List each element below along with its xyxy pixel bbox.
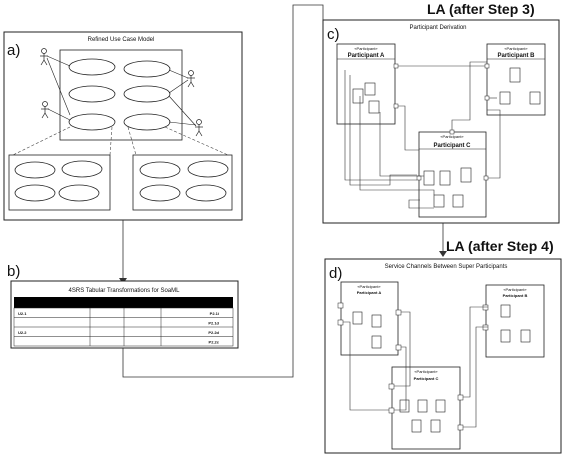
component [417, 399, 428, 413]
use-case [14, 184, 56, 202]
panel-d-label: d) [329, 265, 342, 282]
table-header [14, 297, 233, 308]
use-case [187, 160, 229, 178]
participant-name: Participant A [357, 290, 382, 295]
panel-c-label: c) [327, 26, 340, 43]
use-case [68, 85, 116, 103]
actor-associations [46, 55, 197, 127]
arrow-c-to-d [439, 251, 447, 257]
transformation-table: U2.1 P2.1i P2.1d U2.2 P2.2d P2.2c [13, 297, 234, 347]
table-cell: U2.1 [18, 311, 27, 316]
use-case [61, 160, 103, 178]
heading-la-step4: LA (after Step 4) [446, 238, 554, 254]
panel-c: c) Participant Derivation «Participant» … [322, 19, 560, 224]
participant-b-box [485, 284, 545, 358]
participant-a-box [340, 281, 399, 356]
use-cases-main [68, 58, 171, 131]
table-cell: P2.1i [210, 311, 219, 316]
use-case [139, 161, 181, 179]
participant-name: Participant C [433, 143, 471, 149]
ports-d [337, 302, 489, 431]
actor-icon [187, 70, 195, 88]
component [364, 82, 376, 96]
actor-icon [40, 48, 48, 66]
panel-b: b) 4SRS Tabular Transformations for SoaM… [7, 263, 239, 349]
table-cell: P2.2c [209, 340, 220, 345]
component [411, 419, 422, 433]
component [460, 167, 472, 183]
panel-d-title: Service Channels Between Super Participa… [385, 264, 508, 270]
component [439, 170, 451, 186]
participant-stereotype: «Participant» [414, 369, 438, 374]
use-case [68, 113, 116, 131]
panel-b-title: 4SRS Tabular Transformations for SoaML [69, 288, 181, 294]
participant-name: Participant B [497, 53, 535, 59]
component [452, 194, 464, 208]
refinement-lines [12, 126, 229, 156]
component [430, 419, 441, 433]
component [509, 67, 521, 83]
use-case [185, 184, 227, 202]
participant-stereotype: «Participant» [440, 134, 464, 139]
components-c [352, 67, 541, 208]
component [499, 91, 511, 105]
table-cell: U2.2 [18, 330, 27, 335]
component [423, 170, 435, 186]
use-case [123, 113, 171, 131]
use-case [14, 161, 56, 179]
component [433, 194, 445, 208]
panel-a-label: a) [7, 42, 20, 59]
component [500, 304, 511, 318]
participant-name: Participant A [348, 53, 385, 59]
connector-b-to-c [122, 4, 324, 378]
participant-name: Participant B [503, 293, 528, 298]
component [435, 399, 446, 413]
component [520, 329, 531, 343]
component [371, 314, 382, 328]
actor-icon [195, 119, 203, 137]
components-d [352, 304, 531, 433]
component [352, 88, 364, 104]
heading-la-step3: LA (after Step 3) [427, 1, 535, 17]
use-case [123, 85, 171, 103]
component [368, 100, 380, 114]
panel-b-label: b) [7, 263, 20, 280]
component [371, 335, 382, 349]
component [352, 311, 363, 325]
participant-stereotype: «Participant» [354, 46, 378, 51]
participant-stereotype: «Participant» [504, 46, 528, 51]
panel-b-frame [10, 280, 239, 349]
participant-stereotype: «Participant» [357, 284, 381, 289]
panel-c-title: Participant Derivation [409, 25, 466, 31]
participant-name: Participant C [414, 376, 439, 381]
component [399, 399, 410, 413]
use-case [139, 184, 181, 202]
use-case [68, 58, 116, 76]
panel-d: d) Service Channels Between Super Partic… [324, 258, 562, 454]
table-cell: P2.2d [208, 330, 219, 335]
refined-use-cases [14, 160, 229, 202]
table-cell: P2.1d [208, 321, 219, 326]
participant-stereotype: «Participant» [503, 287, 527, 292]
use-case [123, 60, 171, 78]
actor-icon [41, 101, 49, 119]
table-grid [13, 307, 234, 347]
panel-connectors [122, 4, 444, 378]
component [529, 91, 541, 105]
panel-a: a) Refined Use Case Model [3, 31, 243, 221]
use-case [58, 184, 100, 202]
links-c [344, 61, 501, 209]
panel-a-title: Refined Use Case Model [88, 37, 155, 43]
service-channels-d [343, 306, 488, 428]
component [500, 329, 511, 343]
